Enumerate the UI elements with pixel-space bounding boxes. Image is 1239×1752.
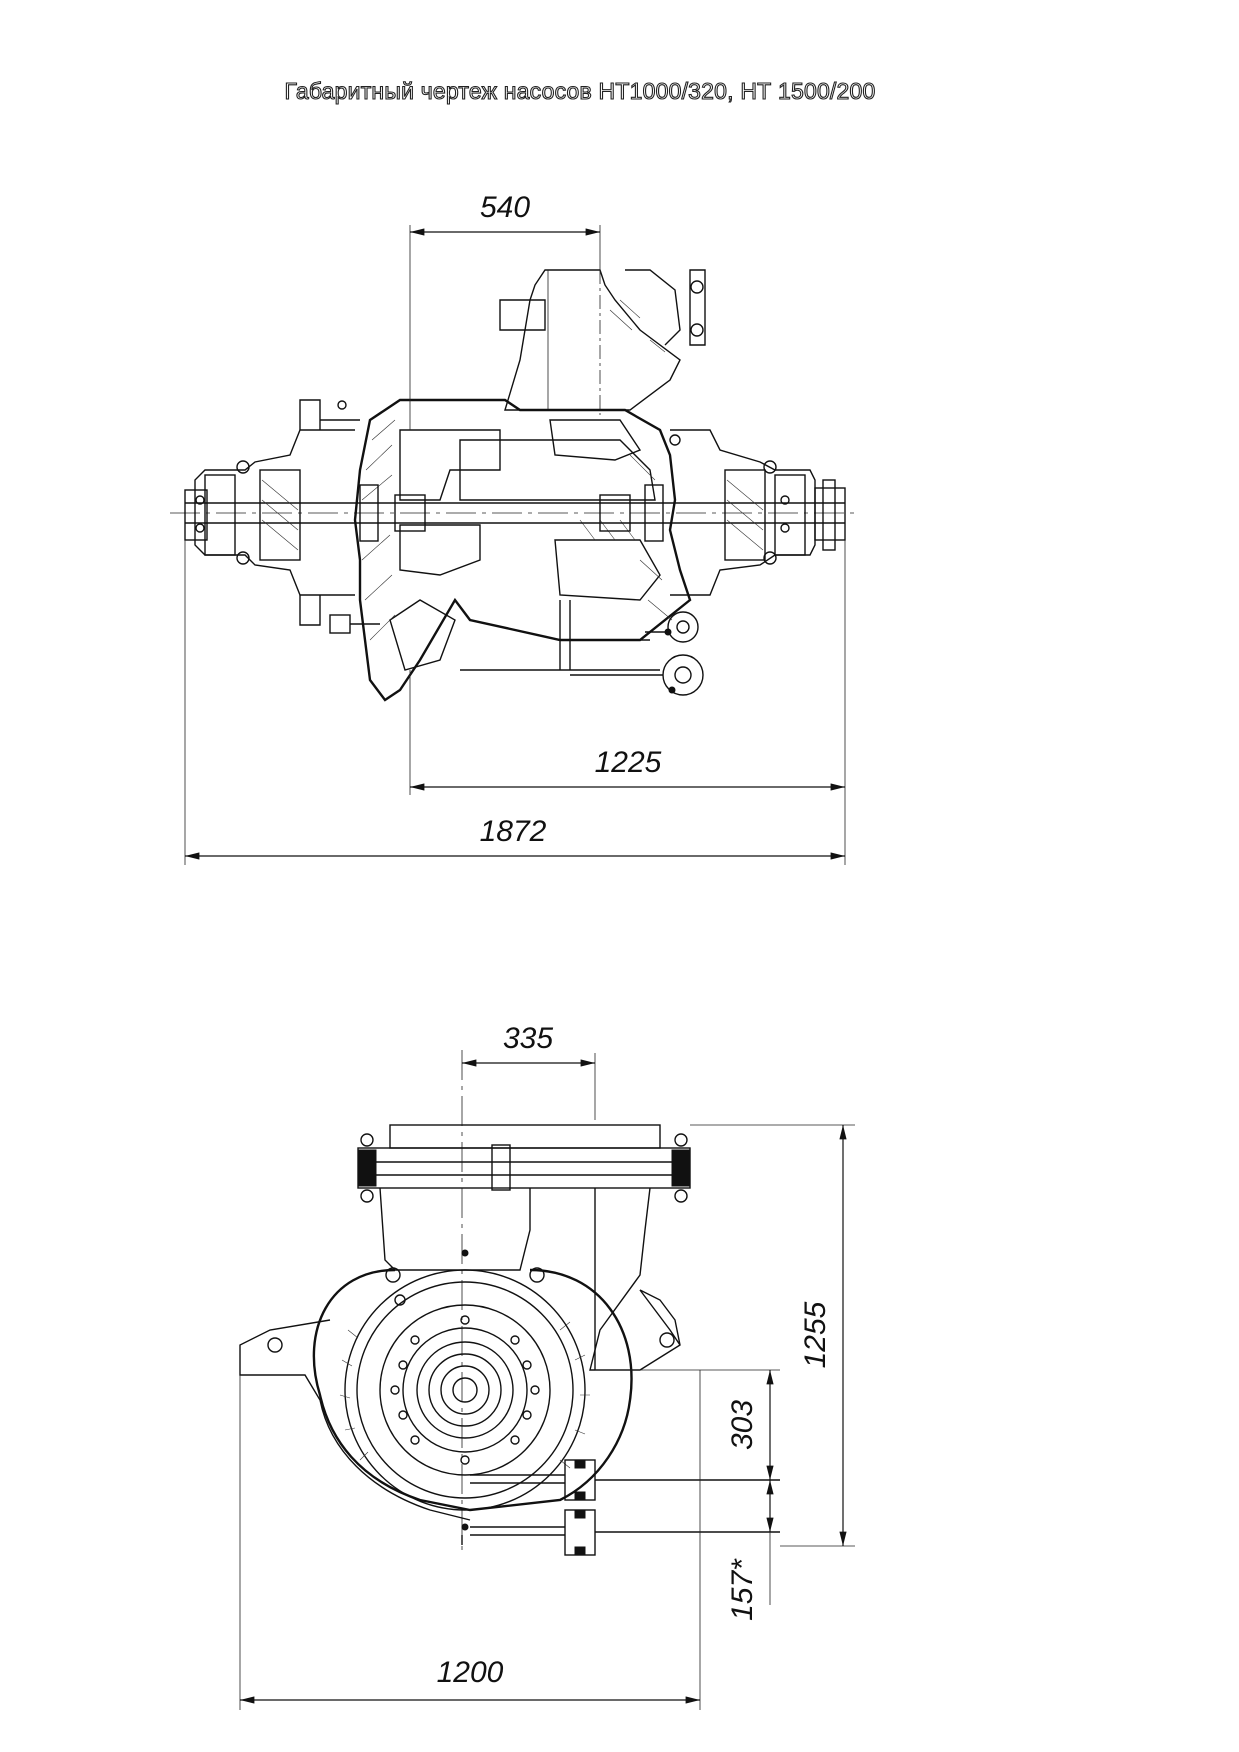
dim-1255-label: 1255 (799, 1301, 832, 1368)
left-bearing-housing (184, 399, 380, 634)
dim-540-label: 540 (480, 191, 530, 224)
right-bearing-housing (570, 429, 846, 696)
dimension-1255: 1255 (690, 1124, 855, 1547)
dimension-1200: 1200 (239, 1370, 701, 1710)
pump-shaft (185, 484, 845, 542)
volute-casing (239, 1249, 633, 1531)
dimension-1872: 1872 (184, 540, 845, 865)
dim-1872-label: 1872 (480, 815, 547, 848)
front-view: 335 1255 303 157* 1200 (239, 1022, 855, 1710)
dimension-303: 303 (595, 1369, 780, 1480)
dim-1200-label: 1200 (437, 1656, 504, 1689)
pump-casing (353, 398, 692, 702)
dim-1225-label: 1225 (595, 746, 662, 779)
drawing-title: Габаритный чертеж насосов НТ1000/320, НТ… (284, 77, 876, 104)
dimension-540: 540 (409, 191, 601, 430)
dim-303-label: 303 (726, 1400, 759, 1450)
discharge-nozzle (499, 269, 706, 415)
dim-335-label: 335 (503, 1022, 553, 1055)
dim-157-label: 157* (726, 1558, 759, 1621)
side-view: 540 1225 1872 (170, 191, 860, 865)
discharge-flange (357, 1124, 691, 1203)
dimension-1225: 1225 (409, 540, 846, 865)
dimension-157: 157* (726, 1480, 774, 1621)
bottom-flanges (461, 1459, 780, 1556)
dimension-335: 335 (462, 1022, 596, 1120)
